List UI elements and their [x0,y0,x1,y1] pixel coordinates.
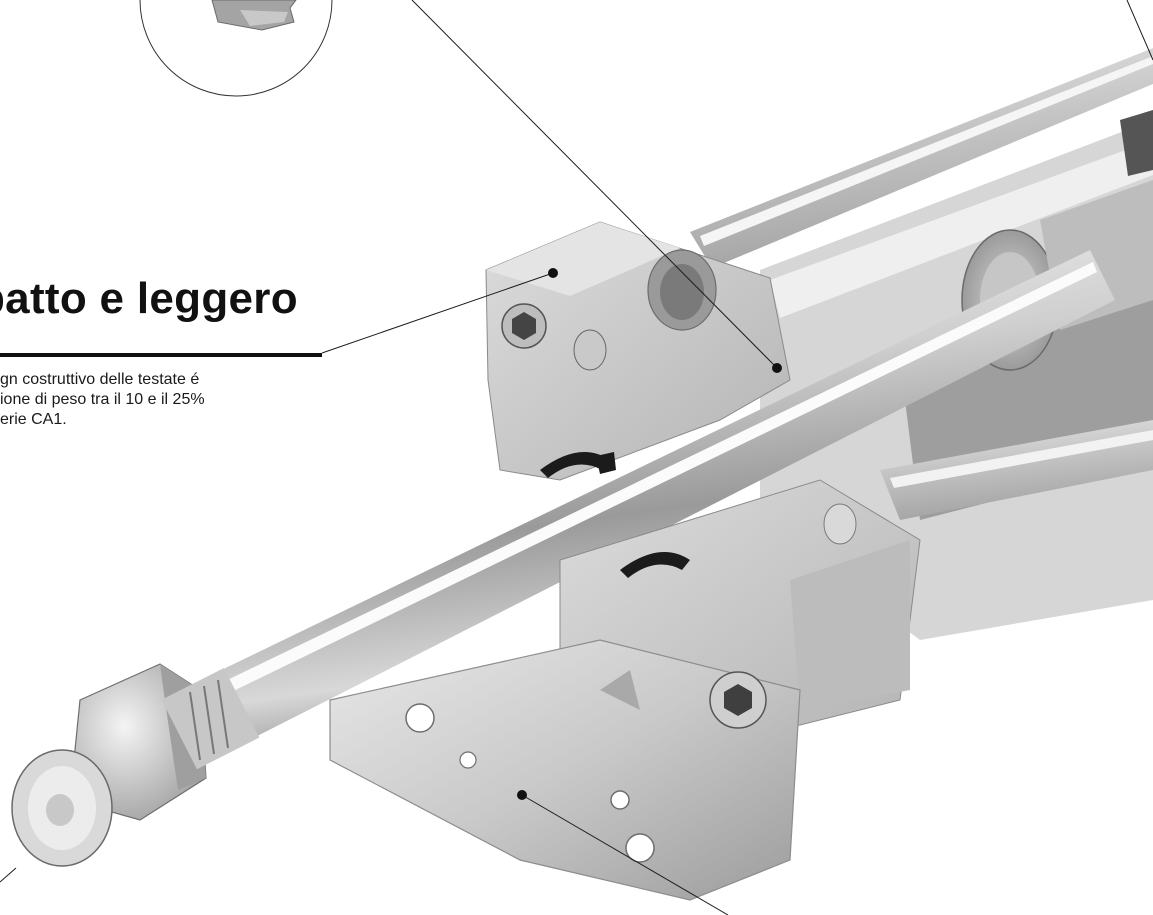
threaded-end [161,668,260,770]
feature-description: gn costruttivo delle testate é ione di p… [0,370,340,430]
feature-heading: patto e leggero [0,274,298,323]
rod-seal [540,452,610,478]
tie-rod-upper [690,48,1153,268]
callout-dot-icon [772,363,782,373]
mount-hole [610,790,630,810]
foot-bracket [329,639,801,901]
description-line-3: erie CA1. [0,411,67,428]
head-cap [485,221,791,481]
mount-hole [405,703,435,733]
piston-rod [180,250,1115,760]
hex-socket-icon [501,303,547,349]
leader-line-seal [411,0,778,369]
mount-hole [625,833,655,863]
heading-underline [0,353,322,357]
leader-line-bracket [521,794,729,915]
callout-dot-icon [548,268,558,278]
leader-line-cap [321,272,554,354]
description-line-2: ione di peso tra il 10 e il 25% [0,391,205,408]
leader-line-rodend [0,867,17,883]
detail-inset-circle [139,0,333,97]
callout-dots [517,268,782,800]
rod-end [11,663,260,867]
bracket-screw-icon [709,671,767,729]
description-line-1: gn costruttivo delle testate é [0,371,200,388]
callout-dot-icon [517,790,527,800]
mount-hole [459,751,477,769]
leader-line-topright [1126,0,1153,61]
